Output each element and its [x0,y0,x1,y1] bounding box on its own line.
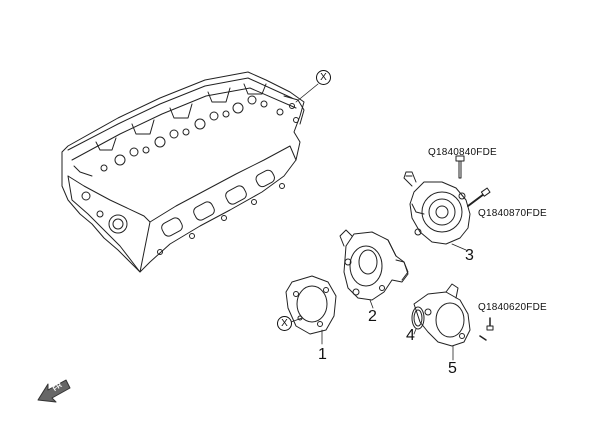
bolt-vacuum-pump-lower-part [467,187,491,207]
bolt-vacuum-pump-upper-part [455,155,465,179]
gasket-x-leader [290,317,303,323]
water-outlet-part [413,283,471,347]
gasket-part [285,275,337,335]
callout-water-outlet: 5 [448,360,457,377]
callout-vacuum-pump: 3 [465,247,474,264]
thermostat-housing-part [339,229,409,301]
vacuum-pump-leader [451,243,467,251]
vacuum-pump-part [403,171,471,245]
o-ring-leader [413,328,417,335]
thermostat-housing-leader [369,299,374,309]
callout-gasket: 1 [318,346,327,363]
cylinder-head-leader [295,83,319,103]
callout-o-ring: 4 [406,327,415,344]
gasket-reference-mark: X [277,316,292,331]
front-direction-arrow-icon [37,379,71,403]
part-code-bolt-water-outlet: Q1840620FDE [478,302,547,313]
o-ring-part [411,306,425,330]
callout-thermostat-housing: 2 [368,308,377,325]
cylinder-head-reference-mark: X [316,70,331,85]
part-code-bolt-vacuum-pump-lower: Q1840870FDE [478,208,547,219]
part-code-bolt-vacuum-pump-upper: Q1840840FDE [428,147,497,158]
bolt-water-outlet-part [479,317,494,341]
cylinder-head [61,71,305,273]
